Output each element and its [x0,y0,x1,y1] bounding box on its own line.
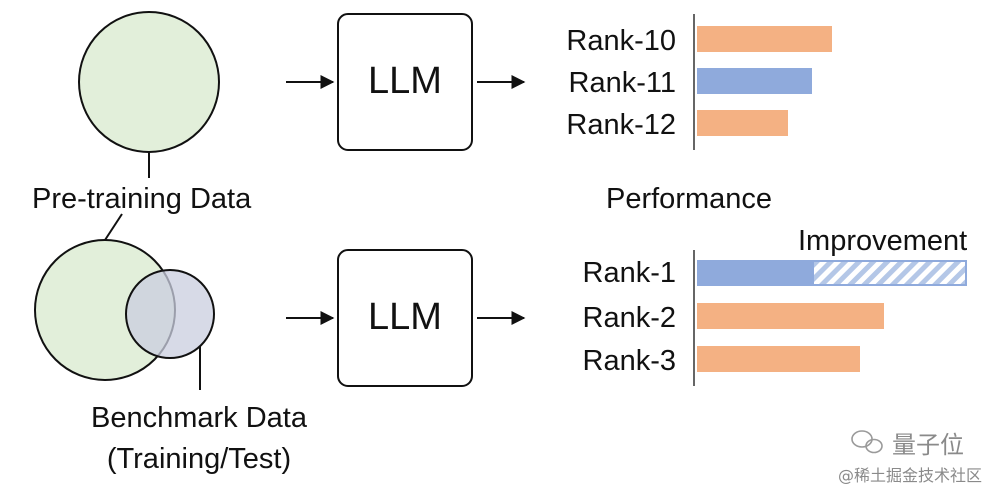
improvement-label: Improvement [798,225,968,257]
rank-label: Rank-10 [566,25,676,57]
bar-rank-2 [697,303,884,329]
rank-label: Rank-11 [568,67,676,99]
benchmark-data-label: Benchmark Data [91,402,307,434]
rank-label: Rank-1 [582,257,677,289]
pretraining-leader-line-bottom [104,213,123,241]
llm-box-bottom [337,249,473,387]
pretraining-data-circle [78,11,220,153]
rank-label: Rank-12 [566,109,676,141]
rank-label: Rank-2 [582,302,677,334]
watermark-brand: 量子位 [892,431,964,459]
bar-rank-11 [697,68,812,94]
bar-rank-12 [697,110,788,136]
llm-label-top: LLM [368,60,442,102]
bar-rank-10 [697,26,832,52]
wechat-icon [851,430,883,454]
bar-rank-1-base [697,260,813,286]
pretraining-data-label: Pre-training Data [32,183,252,215]
bar-rank-3 [697,346,860,372]
llm-box-top [337,13,473,151]
performance-label: Performance [606,183,773,215]
bar-rank-1-improvement [812,260,967,286]
benchmark-data-circle [125,269,215,359]
llm-label-bottom: LLM [368,296,442,338]
watermark-source: @稀土掘金技术社区 [838,466,983,485]
benchmark-data-sublabel: (Training/Test) [106,443,292,475]
rank-label: Rank-3 [582,345,677,377]
